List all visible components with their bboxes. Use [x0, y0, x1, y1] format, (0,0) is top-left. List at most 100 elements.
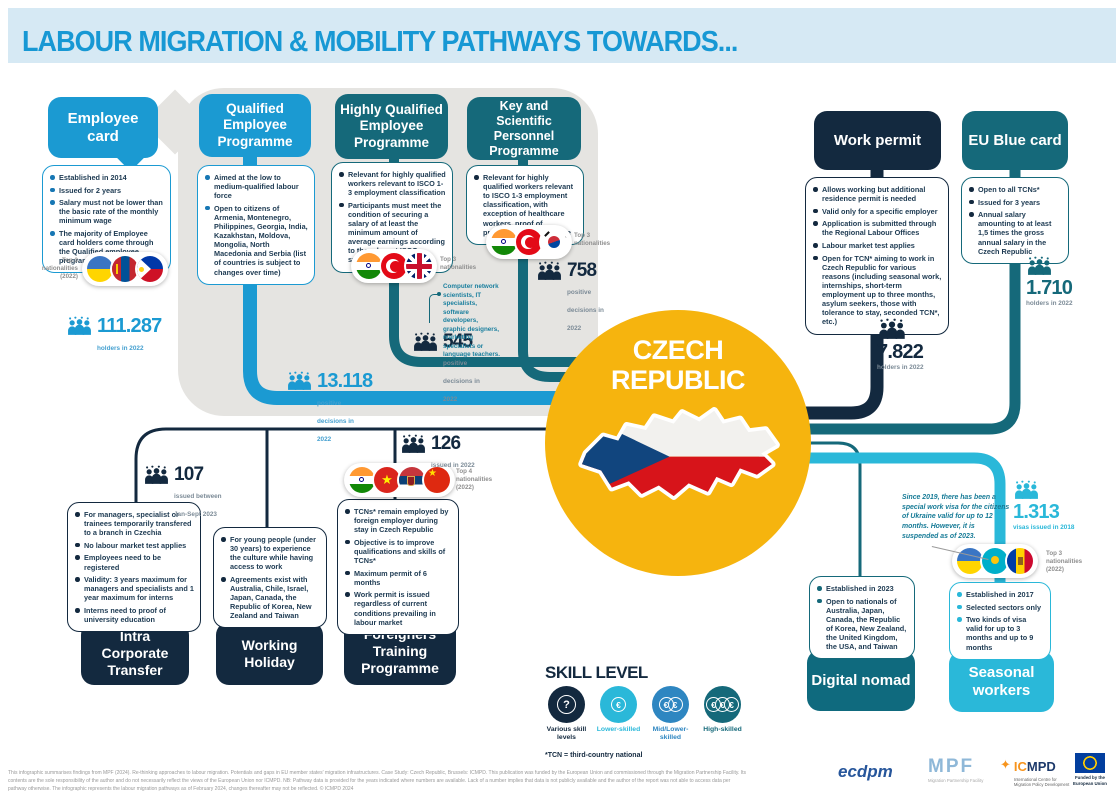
mpf-logo: MPF Migration Partnership Facility — [928, 757, 983, 783]
stat-value: 1.313 — [1013, 501, 1060, 523]
icmpd-sublabel: International Centre for Migration Polic… — [1013, 777, 1070, 788]
moldova-flag — [1007, 548, 1033, 574]
stat-value: 758 — [567, 260, 597, 281]
turkey-flag — [516, 229, 542, 255]
bullet-item: Maximum permit of 6 months — [344, 569, 452, 587]
icmpd-compass-icon: ✦ — [1000, 757, 1011, 772]
stat-value: 13.118 — [317, 370, 373, 392]
foreigners-training-flags-label: Top 4 nationalities (2022) — [456, 468, 493, 492]
kazakhstan-flag — [982, 548, 1008, 574]
stat-label: positive decisions in 2022 — [567, 289, 604, 332]
skill-label: Mid/Lower-skilled — [652, 726, 689, 742]
occupations-note-connector — [429, 294, 440, 323]
icmpd-wordmark-mpd: MPD — [1026, 759, 1056, 774]
bullet-item: Valid only for a specific employer — [812, 207, 942, 216]
occupations-note: Computer network scientists, IT speciali… — [443, 283, 501, 358]
seasonal-workers-flags-label: Top 3 nationalities (2022) — [1046, 550, 1083, 574]
eu-funding-label: Funded by the European Union — [1073, 775, 1107, 786]
foreigners-training-details: TCNs* remain employed by foreign employe… — [337, 499, 459, 635]
bullet-item: Established in 2017 — [956, 590, 1044, 599]
stat-label: holders in 2022 — [97, 345, 144, 352]
bullet-item: For managers, specialist or trainees tem… — [74, 510, 194, 537]
ecdpm-logo: ecdpm — [838, 762, 893, 781]
qualified-stat: 13.118 positive decisions in 2022 — [286, 370, 373, 446]
people-icon — [1013, 480, 1040, 499]
icmpd-wordmark-ic: IC — [1013, 759, 1027, 774]
tcn-footnote: *TCN = third-country national — [545, 752, 643, 759]
bullet-item: Agreements exist with Australia, Chile, … — [220, 575, 320, 621]
bullet-item: Open to all TCNs* — [968, 185, 1062, 194]
skill-label: Lower-skilled — [596, 726, 641, 733]
pipe-highly-qualified — [389, 150, 612, 367]
skill-high: €€€ High-skilled — [699, 686, 746, 742]
uk-flag — [406, 253, 432, 279]
bullet-item: Work permit is issued regardless of curr… — [344, 590, 452, 627]
stat-label: issued in 2022 — [431, 462, 475, 469]
pipe-eu-blue-card — [800, 160, 1021, 435]
skill-lower: € Lower-skilled — [595, 686, 642, 742]
bullet-item: Open to nationals of Australia, Japan, C… — [816, 597, 908, 652]
stat-label: positive decisions in 2022 — [443, 360, 480, 403]
bullet-item: Labour market test applies — [812, 241, 942, 250]
disclaimer-text: This infographic summarises findings fro… — [8, 770, 747, 792]
eu-blue-card-stat: 1.710 holders in 2022 — [1026, 256, 1073, 308]
highly-qualified-stat: 545 positive decisions in 2022 — [412, 332, 491, 406]
seasonal-workers-flags — [952, 544, 1038, 578]
line-intra-corporate — [134, 427, 590, 626]
bullet-item: Interns need to proof of university educ… — [74, 606, 194, 624]
india-flag — [491, 229, 517, 255]
skill-legend: ? Various skill levels € Lower-skilled €… — [543, 686, 746, 742]
bullet-item: Employees need to be registered — [74, 553, 194, 572]
highly-qualified-flags — [351, 249, 437, 283]
seasonal-workers-stat: 1.313 visas issued in 2018 — [1013, 480, 1074, 532]
pathway-intra-corporate: Intra Corporate Transfer — [81, 622, 189, 685]
eu-logo: Funded by the European Union — [1070, 753, 1110, 786]
bullet-item: Established in 2014 — [49, 173, 164, 182]
china-flag — [424, 467, 450, 493]
bullet-item: The majority of Employee card holders co… — [49, 229, 164, 265]
mongolia-flag — [112, 256, 138, 282]
pathway-work-permit: Work permit — [814, 111, 941, 170]
pipe-seasonal-workers — [798, 452, 1006, 656]
mpf-sublabel: Migration Partnership Facility — [928, 778, 984, 783]
key-scientific-stat: 758 positive decisions in 2022 — [536, 261, 615, 335]
work-permit-details: Allows working but additional residence … — [805, 177, 949, 335]
skill-label: High-skilled — [703, 726, 742, 733]
stat-value: 126 — [431, 433, 461, 454]
line-digital-nomad — [795, 441, 862, 655]
bullet-item: Selected sectors only — [956, 603, 1044, 612]
ukraine-visa-note: Since 2019, there has been a special wor… — [902, 494, 1010, 540]
page-title: LABOUR MIGRATION & MOBILITY PATHWAYS TOW… — [22, 26, 738, 58]
bullet-item: TCNs* remain employed by foreign employe… — [344, 507, 452, 534]
stat-label: holders in 2022 — [1026, 299, 1073, 307]
work-permit-stat: 7.822 holders in 2022 — [877, 318, 924, 372]
bullet-item: Issued for 3 years — [968, 198, 1062, 207]
bullet-item: Salary must not be lower than the basic … — [49, 198, 164, 225]
employee-card-flags-label: Top 3 nationalities (2022) — [41, 257, 78, 281]
bullet-item: Two kinds of visa valid for up to 3 mont… — [956, 615, 1044, 652]
pipe-work-permit — [802, 160, 884, 420]
india-flag — [349, 467, 375, 493]
pathway-employee-card: Employee card — [48, 97, 158, 158]
stat-label: positive decisions in 2022 — [317, 400, 354, 443]
philippines-flag — [137, 256, 163, 282]
country-name: CZECH REPUBLIC — [610, 335, 746, 395]
bullet-item: For young people (under 30 years) to exp… — [220, 535, 320, 571]
bullet-item: No labour market test applies — [74, 541, 194, 550]
working-holiday-details: For young people (under 30 years) to exp… — [213, 527, 327, 629]
key-scientific-flags-label: Top 3 nationalities — [574, 232, 611, 248]
pathway-eu-blue-card: EU Blue card — [962, 111, 1068, 170]
serbia-flag — [399, 467, 425, 493]
bullet-item: Issued for 2 years — [49, 186, 164, 195]
qualified-details: Aimed at the low to medium-qualified lab… — [197, 165, 315, 285]
stat-value: 7.822 — [877, 341, 924, 363]
south-korea-flag — [541, 229, 567, 255]
pipe-qualified — [243, 150, 600, 405]
skill-various: ? Various skill levels — [543, 686, 590, 742]
stat-label: issued between Jan-Sept 2023 — [174, 493, 222, 518]
ukraine-flag — [87, 256, 113, 282]
